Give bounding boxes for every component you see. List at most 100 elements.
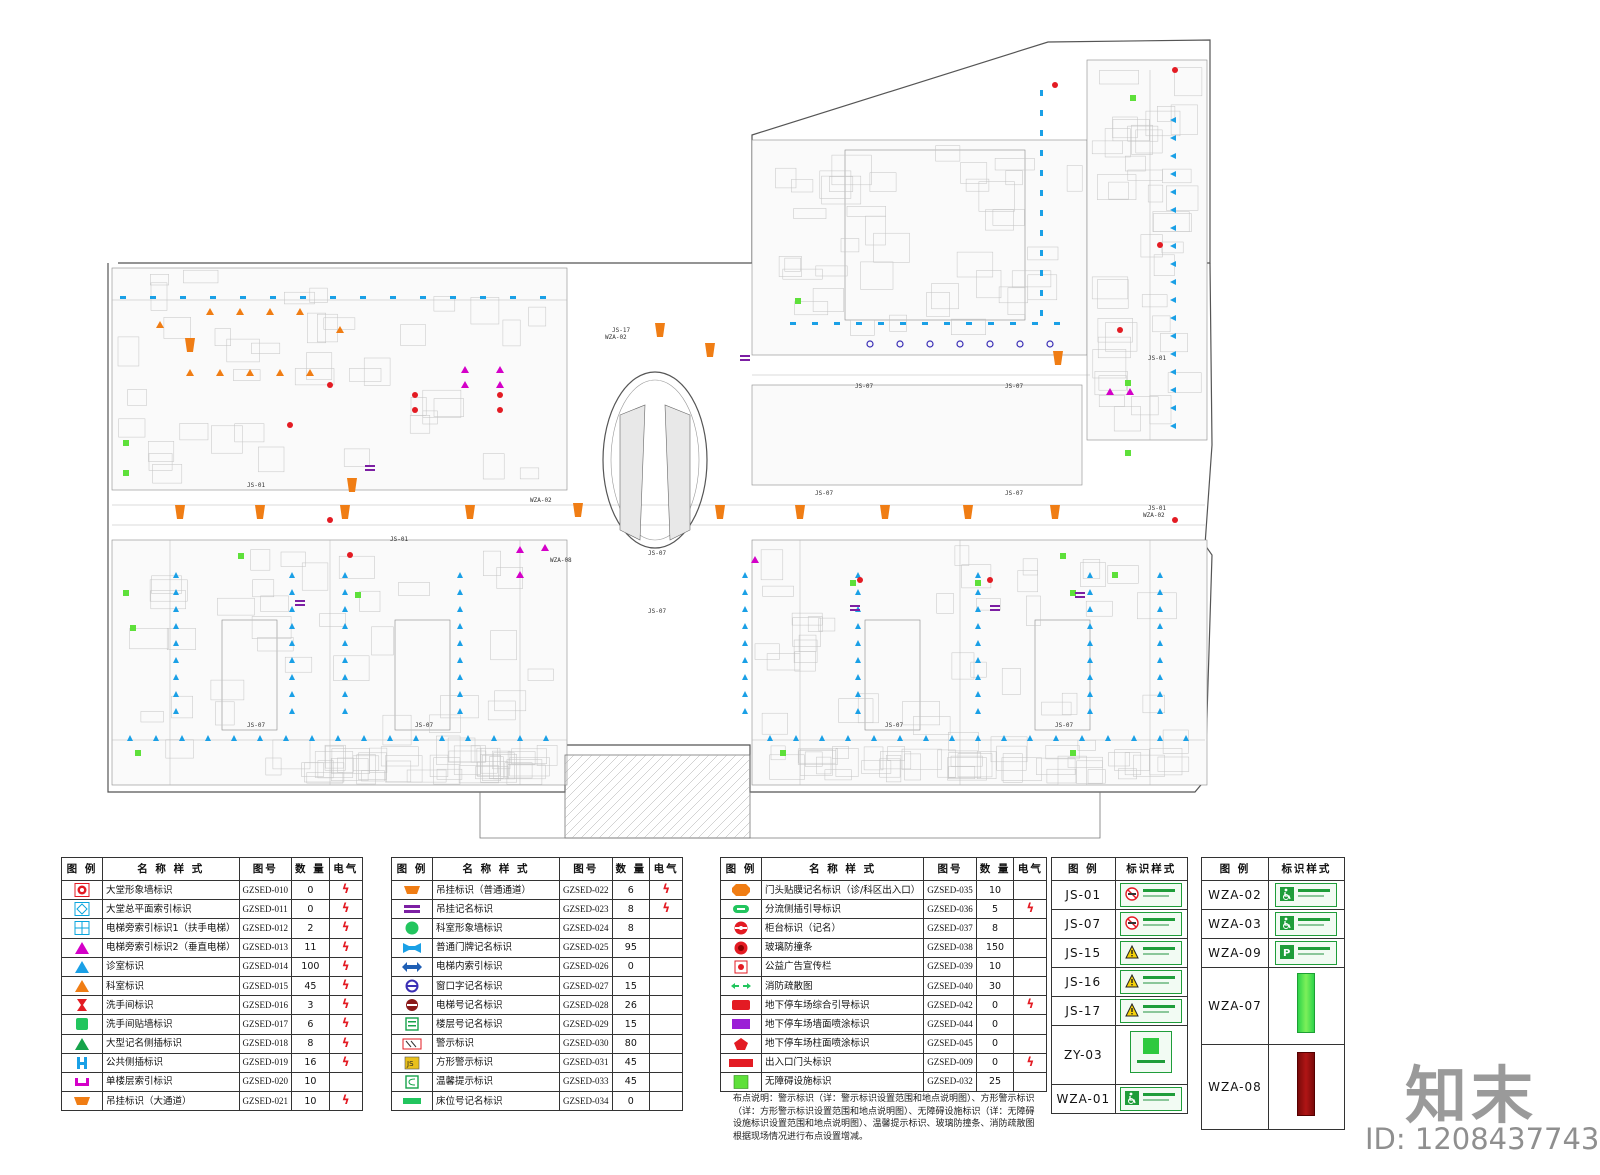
room-partition [902, 701, 940, 726]
clinic-marker [361, 735, 367, 741]
clinic-marker [742, 640, 748, 646]
room-partition [887, 746, 905, 761]
legend-symbol-icon [391, 956, 433, 977]
room-partition [1157, 756, 1190, 772]
placement-note: 布点说明：警示标识（详：警示标识设置范围和地点说明图）、方形警示标识（详：方形警… [733, 1094, 1035, 1142]
room-partition [483, 550, 501, 576]
room-partition [990, 736, 1028, 763]
room-partition [331, 748, 370, 774]
clinic-marker [1170, 369, 1176, 375]
col-header: 标识样式 [1267, 857, 1346, 881]
legend-code: GZSED-036 [923, 899, 977, 920]
room-partition [294, 368, 335, 386]
sign-markers [120, 67, 1189, 756]
electric-icon [649, 937, 684, 958]
legend-name: 床位号记名标识 [432, 1091, 560, 1112]
hanging-name-marker [1075, 592, 1085, 594]
room-partition [1149, 748, 1183, 776]
room-partition [821, 175, 862, 205]
room-partition [935, 145, 961, 162]
room-partition [265, 757, 282, 776]
hatched-void [564, 754, 751, 839]
room-partition [1141, 294, 1168, 308]
legend-qty: 95 [611, 937, 651, 958]
room-partition [422, 389, 462, 418]
room-partition [482, 453, 505, 480]
sign-style-cell [1114, 880, 1189, 910]
door-plate-marker [240, 296, 246, 299]
electric-icon: ϟ [328, 995, 363, 1016]
room-partition [436, 735, 461, 765]
room-partition [319, 613, 346, 627]
clinic-marker [1053, 735, 1059, 741]
sign-style-row: JS-16 [1051, 967, 1189, 997]
lift-marker [751, 556, 759, 563]
clinic-marker [845, 735, 851, 741]
accessible-marker [795, 298, 801, 304]
door-plate-marker [1040, 210, 1043, 216]
electric-icon [649, 1014, 684, 1035]
floor-plan: JS-01 JS-01 JS-07 JS-07 JS-07 JS-07 JS-0… [107, 39, 1213, 839]
door-plate-marker [210, 296, 216, 299]
door-plate-marker [812, 322, 818, 325]
sign-style-cell [1114, 909, 1189, 939]
lift-marker [541, 544, 549, 551]
clinic-marker [179, 735, 185, 741]
room-partition [1046, 768, 1077, 784]
room-partition [1161, 241, 1184, 254]
room-partition [769, 754, 805, 780]
room-partition [489, 756, 504, 779]
legend-qty: 26 [611, 995, 651, 1016]
electric-icon: ϟ [328, 956, 363, 977]
room-partition [824, 769, 852, 781]
plan-label: WZA-02 [530, 497, 552, 504]
clinic-marker [289, 708, 295, 714]
plan-label: JS-01 [1148, 505, 1166, 512]
legend-qty: 8 [611, 899, 651, 920]
room-partition [1017, 570, 1038, 593]
legend-symbol-icon [720, 1071, 762, 1093]
clinic-marker [1087, 589, 1093, 595]
counter-marker [1052, 82, 1058, 88]
clinic-marker [1170, 225, 1176, 231]
legend-code: GZSED-012 [238, 918, 293, 939]
clinic-marker [413, 735, 419, 741]
legend-qty: 5 [975, 899, 1015, 920]
room-partition [861, 760, 892, 774]
hanging-sign-marker [880, 505, 890, 519]
sign-code: WZA-03 [1201, 909, 1269, 939]
legend-symbol-icon [391, 975, 433, 997]
clinic-marker [342, 640, 348, 646]
accessible-icon [1275, 883, 1338, 907]
clinic-marker [767, 735, 773, 741]
lift-marker [461, 381, 469, 388]
accessible-marker [1125, 450, 1131, 456]
legend-code: GZSED-019 [238, 1052, 293, 1073]
sign-style-row: WZA-07 [1201, 967, 1346, 1045]
room-partition [171, 695, 193, 719]
room-partition [433, 296, 456, 312]
room-partition [233, 369, 261, 381]
room-partition [179, 423, 209, 441]
door-plate-marker [330, 296, 336, 299]
warning-icon [1120, 999, 1183, 1023]
clinic-marker [1170, 243, 1176, 249]
room-partition [406, 769, 447, 783]
plan-label: JS-01 [1148, 355, 1166, 362]
door-plate-marker [1040, 190, 1043, 196]
room-partition [819, 170, 852, 199]
department-marker [186, 369, 194, 376]
room-partition [766, 653, 801, 671]
door-plate-marker [150, 296, 156, 299]
hanging-name-marker [850, 609, 860, 611]
room-partition [183, 269, 219, 284]
clinic-marker [465, 735, 471, 741]
room-partition [1066, 165, 1083, 192]
plan-label: JS-07 [1005, 490, 1023, 497]
room-partition [519, 467, 540, 480]
legend-symbol-icon [391, 879, 433, 901]
legend-name: 方形警示标识 [432, 1052, 560, 1073]
legend-name: 大堂总平面索引标识 [102, 899, 240, 920]
